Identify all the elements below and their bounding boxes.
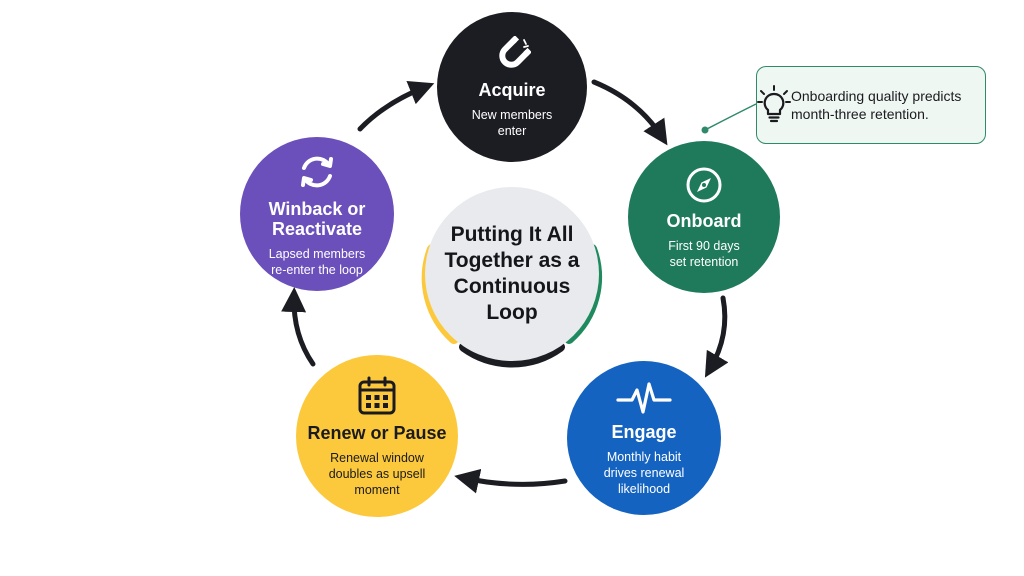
arrow-onboard-to-engage (704, 295, 729, 378)
stage-acquire-title: Acquire (478, 79, 546, 100)
stage-engage: Engage Monthly habit drives renewal like… (567, 361, 721, 515)
magnet-icon (493, 35, 531, 74)
refresh-icon (296, 151, 338, 193)
callout-connector-dot (701, 126, 709, 134)
stage-renew-description: Renewal window doubles as upsell moment (328, 450, 426, 497)
lightbulb-icon (757, 85, 791, 125)
stage-acquire: Acquire New members enter (437, 12, 587, 162)
compass-icon (684, 165, 724, 205)
stage-engage-title: Engage (611, 421, 677, 442)
arrow-engage-to-renew (454, 468, 568, 494)
stage-renew-or-pause: Renew or Pause Renewal window doubles as… (296, 355, 458, 517)
stage-acquire-description: New members enter (471, 107, 553, 138)
stage-onboard-title: Onboard (666, 210, 742, 231)
stage-onboard-description: First 90 days set retention (668, 238, 740, 269)
stage-winback-or-reactivate: Winback or Reactivate Lapsed members re-… (240, 137, 394, 291)
callout-connector (704, 103, 757, 131)
arrow-renew-to-winback (281, 287, 316, 367)
calendar-icon (356, 375, 398, 417)
stage-renew-title: Renew or Pause (307, 422, 447, 443)
stage-winback-title: Winback or Reactivate (268, 198, 366, 239)
stage-winback-description: Lapsed members re-enter the loop (268, 246, 366, 277)
arrow-winback-to-acquire (357, 80, 435, 132)
stage-engage-description: Monthly habit drives renewal likelihood (603, 449, 685, 496)
callout-text: Onboarding quality predicts month-three … (791, 88, 962, 122)
pulse-icon (616, 380, 672, 416)
stage-onboard: Onboard First 90 days set retention (628, 141, 780, 293)
arrow-acquire-to-onboard (591, 79, 668, 146)
center-title: Putting It All Together as a Continuous … (425, 187, 599, 361)
insight-callout: Onboarding quality predicts month-three … (756, 66, 986, 144)
